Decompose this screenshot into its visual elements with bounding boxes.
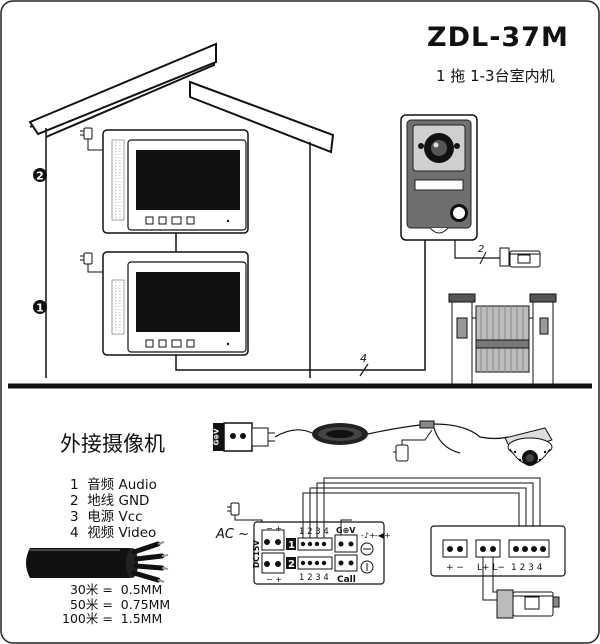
camera-to-board-wires — [302, 477, 541, 545]
mpb-label: − + — [266, 575, 282, 584]
gv2-label: G⊕V — [336, 526, 356, 535]
gate — [448, 293, 557, 385]
mpt-label: − + — [266, 524, 282, 533]
ac-label: AC ~ — [216, 527, 249, 542]
indoor-monitor-upper — [102, 129, 249, 234]
m1-label: 1 — [36, 302, 44, 315]
dpins-label: 1 2 3 4 — [511, 563, 543, 573]
wire-indoor-door — [175, 238, 426, 371]
gv1-label: G⊕V — [213, 428, 221, 446]
terminal-legend: 1 音频 Audio 2 地线 GND 3 电源 Vcc 4 视频 Video — [70, 477, 157, 541]
door-wiring-board — [430, 525, 566, 577]
dpm-label: + − — [446, 563, 464, 573]
pb-label: 1 2 3 4 — [299, 573, 329, 583]
svg-text:-♪+: -♪+ — [361, 531, 376, 540]
model-subtitle: 1 拖 1-3台室内机 — [436, 67, 555, 85]
legend-item-video: 4 视频 Video — [70, 525, 157, 541]
cable-spec-50: 50米 = 0.75MM — [69, 596, 171, 612]
indoor-wiring-board — [253, 521, 385, 585]
floor-marker-1: 1 — [33, 300, 47, 315]
cable-spec-30: 30米 = 0.5MM — [69, 582, 163, 597]
dome-camera — [504, 427, 553, 466]
indoor-monitor-lower — [102, 251, 249, 356]
cable-spec-100: 100米 = 1.5MM — [62, 611, 163, 626]
dlock-label: L+ L− — [477, 563, 505, 573]
legend-item-gnd: 2 地线 GND — [70, 493, 150, 509]
cable-illustration — [26, 541, 169, 583]
m2-label: 2 — [36, 170, 44, 183]
legend-item-vcc: 3 电源 Vcc — [70, 509, 143, 525]
external-camera-title: 外接摄像机 — [60, 432, 165, 456]
floor-marker-2: 2 — [33, 168, 47, 183]
w4-label: 4 — [360, 352, 367, 365]
camera-cable-coil — [274, 420, 509, 462]
r1-label: 1 — [288, 540, 295, 551]
svg-text:-◀+: -◀+ — [375, 531, 391, 540]
power-adapter-upper — [80, 127, 103, 151]
pt-label: 1 2 3 4 — [299, 527, 329, 537]
call-label: Call — [337, 575, 356, 585]
dc-label: DC15V — [252, 540, 261, 568]
r2-label: 2 — [288, 559, 295, 570]
outdoor-door-station — [400, 114, 478, 241]
power-adapter-lower — [80, 252, 103, 273]
model-title: ZDL-37M — [427, 22, 569, 53]
w2-label: 2 — [478, 244, 484, 255]
electric-lock-lower — [496, 589, 560, 619]
wire-door-lock — [454, 240, 500, 259]
camera-plug: G⊕V — [213, 422, 275, 452]
legend-item-audio: 1 音频 Audio — [70, 477, 157, 493]
cable-spec: 30米 = 0.5MM 50米 = 0.75MM 100米 = 1.5MM — [62, 582, 171, 627]
electric-lock-upper — [499, 247, 541, 268]
